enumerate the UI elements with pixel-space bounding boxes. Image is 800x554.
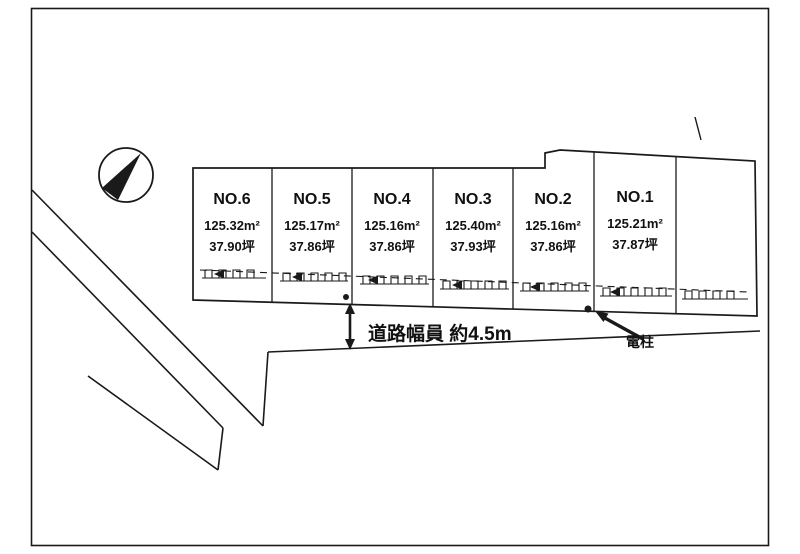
wall-hatch [280,272,348,282]
lot-label: NO.3 [454,191,491,208]
marker-triangle-icon [452,280,462,290]
wall-hatch [360,275,429,285]
utility-pole-dot [584,305,592,313]
lot-area-tsubo: 37.86坪 [289,239,335,254]
lot-area-m2: 125.32m² [204,218,260,233]
parcel-outline [192,149,758,317]
lot-label: NO.4 [373,191,410,208]
lot-area-tsubo: 37.93坪 [450,239,496,254]
lot-no2: NO.2 125.16m² 37.86坪 [525,191,581,254]
boundary-point-dot [343,294,349,300]
road-width-label: 道路幅員 約4.5m [368,322,512,345]
road-edge [31,189,264,427]
wall-hatch [202,269,266,279]
lot-no3: NO.3 125.40m² 37.93坪 [445,191,501,254]
lot-area-m2: 125.16m² [364,218,420,233]
lot-area-tsubo: 37.90坪 [209,239,255,254]
road-edge [262,351,269,427]
north-arrow-icon [98,147,154,203]
retaining-wall-symbols [202,269,748,300]
lot-area-m2: 125.21m² [607,216,663,231]
road-edge [87,375,219,471]
marker-triangle-icon [214,269,224,279]
lot-no5: NO.5 125.17m² 37.86坪 [284,191,340,254]
road-edge [267,330,761,353]
setback-dashed-line [199,269,749,293]
border-frame [30,7,770,547]
lot-label: NO.2 [534,191,571,208]
marker-triangle-icon [292,272,302,282]
lot-area-m2: 125.40m² [445,218,501,233]
lot-label: NO.6 [213,191,250,208]
wall-hatch [682,290,748,300]
lot-area-m2: 125.17m² [284,218,340,233]
road-width-arrow [345,303,355,350]
road-edge [217,427,224,471]
lot-no1: NO.1 125.21m² 37.87坪 [607,189,663,252]
lot-area-m2: 125.16m² [525,218,581,233]
lot-label: NO.1 [616,189,653,206]
wall-hatch [600,287,672,297]
wall-hatch [520,282,589,292]
marker-triangle-icon [530,282,540,292]
lot-area-tsubo: 37.86坪 [530,239,576,254]
lot-label: NO.5 [293,191,330,208]
compass-needle [102,153,141,200]
lot-dividers [271,152,677,314]
lot-no4: NO.4 125.16m² 37.86坪 [364,191,420,254]
utility-pole-arrow [595,311,644,341]
utility-pole-label: 電柱 [626,334,654,350]
road-edge [31,231,224,429]
boundary-tick [694,116,702,141]
lot-no6: NO.6 125.32m² 37.90坪 [204,191,260,254]
marker-triangle-icon [610,287,620,297]
marker-triangle-icon [368,275,378,285]
lot-area-tsubo: 37.86坪 [369,239,415,254]
compass-circle [98,147,154,203]
wall-hatch [440,280,509,290]
lot-area-tsubo: 37.87坪 [612,237,658,252]
